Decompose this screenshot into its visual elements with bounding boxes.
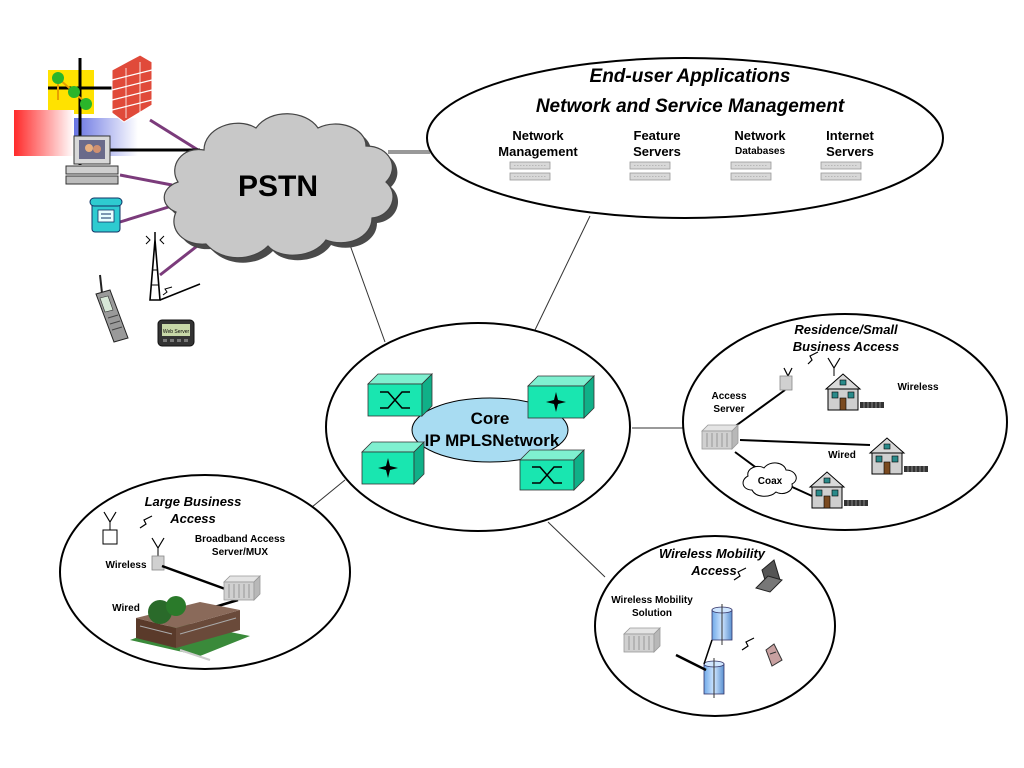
switch-icon <box>367 373 433 417</box>
residence-access: Residence/Small Business Access Access S… <box>682 313 1008 531</box>
router-icon <box>361 441 425 485</box>
apps-item-1-line1: Network <box>512 128 564 143</box>
wireless-signal-icon <box>807 351 819 365</box>
apps-item-2-line1: Feature <box>634 128 681 143</box>
apps-item-4-line2: Servers <box>826 144 874 159</box>
apps-title-2: Network and Service Management <box>536 96 845 117</box>
mobility-server-icon <box>623 627 661 653</box>
office-building-icon <box>130 596 250 661</box>
apps-item-3-line1: Network <box>734 128 786 143</box>
laptop-icon <box>755 559 783 593</box>
wireless-mobility-solution-label-2: Solution <box>632 608 672 619</box>
handset-icon <box>765 643 783 667</box>
apps-item-3-line2: Databases <box>735 146 785 157</box>
wireless-signal-icon <box>741 637 755 651</box>
large-business-wireless-label: Wireless <box>105 560 146 571</box>
lan-cluster <box>14 58 200 165</box>
access-server-label-1: Access <box>711 391 746 402</box>
broadband-access-server-icon <box>223 575 261 601</box>
wireless-mobility-solution-label-1: Wireless Mobility <box>611 595 693 606</box>
wireless-mobility-access: Wireless Mobility Access Wireless Mobili… <box>594 535 836 717</box>
apps-item-2-line2: Servers <box>633 144 681 159</box>
base-station-icon <box>703 658 725 698</box>
pstn-label: PSTN <box>238 170 318 203</box>
mobile-phone-icon <box>95 274 129 343</box>
apps-item-1-line2: Management <box>498 144 578 159</box>
applications-ellipse: End-user Applications Network and Servic… <box>426 57 944 219</box>
residence-wired-label: Wired <box>828 450 856 461</box>
antenna-icon <box>779 367 793 391</box>
pager-screen-text: Web Server <box>163 329 190 335</box>
residence-title-2: Business Access <box>793 339 899 354</box>
core-label-2: IP MPLSNetwork <box>425 431 560 450</box>
antenna-icon <box>151 537 165 571</box>
apps-title-1: End-user Applications <box>590 66 791 87</box>
core-network: Core IP MPLSNetwork <box>325 322 631 532</box>
pager-icon: Web Server <box>157 319 195 347</box>
large-business-title-1: Large Business <box>145 494 242 509</box>
coax-cloud: Coax <box>742 462 797 497</box>
core-label-1: Core <box>471 409 510 428</box>
access-server-label-2: Server <box>713 404 744 415</box>
router-icon <box>527 375 595 419</box>
wireless-mobility-title-2: Access <box>690 563 737 578</box>
bas-label-2: Server/MUX <box>212 547 268 558</box>
desktop-computer-icon <box>65 135 119 185</box>
apps-item-4-line1: Internet <box>826 128 874 143</box>
firewall-icon <box>111 54 153 123</box>
cell-tower-icon <box>145 232 201 301</box>
telephone-icon <box>89 197 123 233</box>
base-station-icon <box>711 604 733 645</box>
wireless-mobility-title-1: Wireless Mobility <box>659 546 766 561</box>
residence-title-1: Residence/Small <box>794 322 898 337</box>
coax-label: Coax <box>758 476 783 487</box>
residence-wireless-label: Wireless <box>897 382 938 393</box>
bas-label-1: Broadband Access <box>195 534 286 545</box>
antenna-icon <box>102 511 118 545</box>
wireless-signal-icon <box>139 515 153 529</box>
pstn-cloud: PSTN <box>163 113 399 263</box>
access-server-icon <box>701 424 739 450</box>
switch-icon <box>519 449 585 491</box>
large-business-title-2: Access <box>169 511 216 526</box>
large-business-wired-label: Wired <box>112 603 140 614</box>
wireless-signal-icon <box>733 567 747 581</box>
large-business-access: Large Business Access Broadband Access S… <box>59 474 351 670</box>
